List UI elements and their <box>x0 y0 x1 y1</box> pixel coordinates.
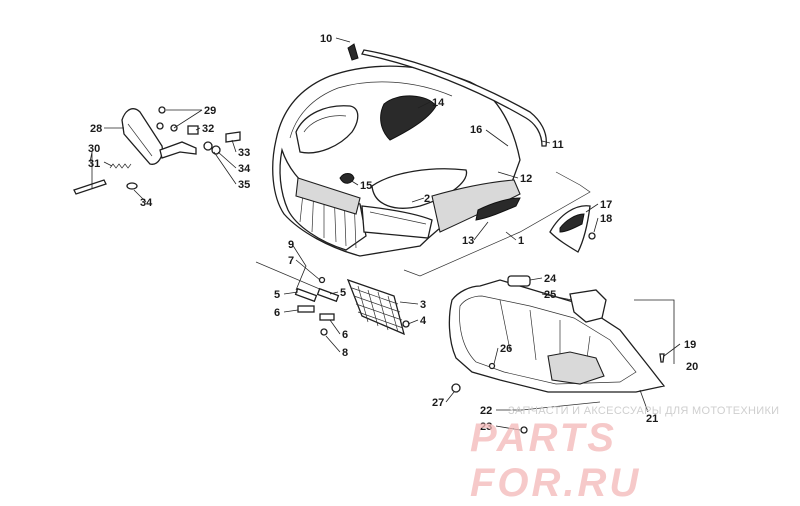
screw-18 <box>588 232 596 240</box>
callout-10: 10 <box>320 33 332 45</box>
callout-13: 13 <box>462 235 474 247</box>
callout-8: 8 <box>342 347 348 359</box>
callout-24: 24 <box>544 273 557 285</box>
callout-33: 33 <box>238 147 250 159</box>
callout-29: 29 <box>204 105 216 117</box>
callout-17: 17 <box>600 199 612 211</box>
callout-11: 11 <box>552 139 564 151</box>
mesh-screen <box>346 278 410 336</box>
callout-35: 35 <box>238 179 250 191</box>
callout-26: 26 <box>500 343 512 355</box>
callout-14: 14 <box>432 97 445 109</box>
callout-21: 21 <box>646 413 658 425</box>
watermark-logo: PARTS FOR.RU <box>470 416 642 505</box>
callout-12: 12 <box>520 173 532 185</box>
callout-2: 2 <box>424 193 430 205</box>
callout-1: 1 <box>518 235 524 247</box>
callout-27: 27 <box>432 397 444 409</box>
storage-tray <box>448 275 666 434</box>
callout-5-right: 5 <box>340 287 346 299</box>
mirror-assembly <box>73 106 241 195</box>
callout-32: 32 <box>202 123 214 135</box>
callout-25: 25 <box>544 289 556 301</box>
callout-34-upper: 34 <box>238 163 251 175</box>
callout-31: 31 <box>88 158 100 170</box>
leader-lines <box>89 37 681 431</box>
callout-23: 23 <box>480 421 492 433</box>
callout-22: 22 <box>480 405 492 417</box>
trim-strip-11 <box>361 49 547 147</box>
callout-6-right: 6 <box>342 329 348 341</box>
callout-6-left: 6 <box>274 307 280 319</box>
callout-15: 15 <box>360 180 372 192</box>
callout-5-left: 5 <box>274 289 280 301</box>
bracket-parts <box>255 261 340 336</box>
callout-34-lower: 34 <box>140 197 153 209</box>
hood <box>272 65 521 257</box>
callout-3: 3 <box>420 299 426 311</box>
callout-30: 30 <box>88 143 100 155</box>
callout-9: 9 <box>288 239 294 251</box>
callout-28: 28 <box>90 123 102 135</box>
callout-16: 16 <box>470 124 482 136</box>
assembly-outline <box>403 171 591 277</box>
clip-10 <box>347 43 359 61</box>
watermark-text: ЗАПЧАСТИ И АКСЕССУАРЫ ДЛЯ МОТОТЕХНИКИ <box>508 405 780 417</box>
callout-7: 7 <box>288 255 294 267</box>
callout-4: 4 <box>420 315 427 327</box>
callout-20: 20 <box>686 361 698 373</box>
callout-18: 18 <box>600 213 612 225</box>
callout-19: 19 <box>684 339 696 351</box>
